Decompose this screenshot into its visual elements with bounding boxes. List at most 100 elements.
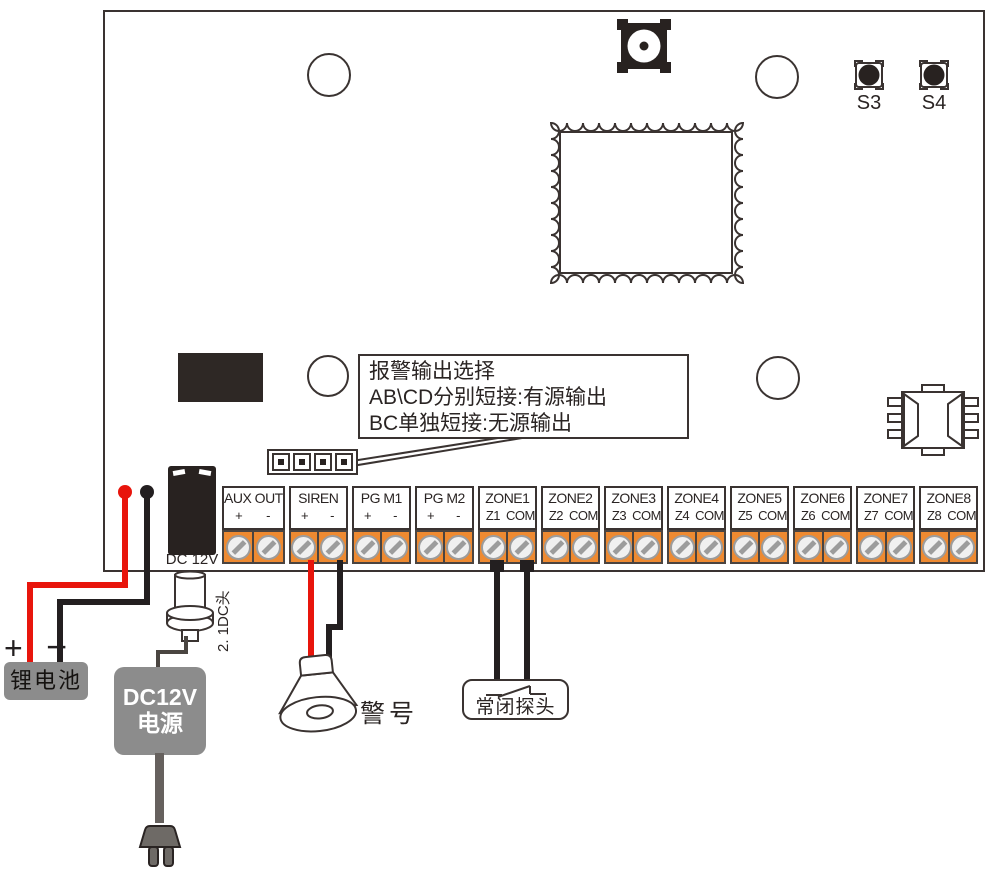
terminal-block-pgm2: PG M2 + - <box>414 486 474 564</box>
jumper-pin <box>272 453 290 471</box>
screw-terminal <box>758 530 789 564</box>
screw-terminal <box>317 530 348 564</box>
ac-cord <box>155 753 164 823</box>
terminal-polarity: + <box>427 508 435 523</box>
terminal-name: PG M2 <box>423 490 466 506</box>
jumper-header <box>267 449 358 475</box>
antenna-connector-icon <box>617 19 671 73</box>
screw-icon <box>858 534 884 560</box>
screw-terminal <box>443 530 474 564</box>
mounting-hole-icon <box>756 356 800 400</box>
screw-terminal <box>729 530 761 564</box>
psu-box: DC12V 电源 <box>114 667 206 755</box>
terminal-name: ZONE5 <box>737 490 782 506</box>
terminal-polarity: + <box>300 508 309 523</box>
siren-negative-wire <box>326 624 332 662</box>
terminal-polarity: - <box>456 508 460 523</box>
screw-terminal <box>414 530 446 564</box>
screw-icon <box>698 534 724 560</box>
terminal-polarity: COM <box>947 508 977 523</box>
siren-horn-icon <box>278 653 359 733</box>
dc-plug-size-label: 2. 1DC头 <box>215 590 232 652</box>
terminal-polarity: Z4 <box>674 508 690 523</box>
terminal-name: ZONE3 <box>611 490 656 506</box>
screw-terminal <box>695 530 726 564</box>
psu-label-line1: DC12V <box>122 684 198 710</box>
terminal-block-aux-out: AUX OUT + - <box>222 486 285 564</box>
detector-wire <box>524 562 530 681</box>
terminal-name: PG M1 <box>360 490 403 506</box>
terminal-name: ZONE7 <box>863 490 908 506</box>
screw-terminal <box>919 530 950 564</box>
terminal-block-siren: SIREN +- <box>288 486 348 564</box>
siren-negative-wire <box>326 624 343 630</box>
mounting-hole-icon <box>307 53 351 97</box>
screw-icon <box>572 534 598 560</box>
screw-icon <box>509 534 535 560</box>
screw-icon <box>887 534 913 560</box>
terminal-polarity: Z6 <box>800 508 816 523</box>
terminal-polarity: + <box>363 508 372 523</box>
screw-terminal <box>380 530 411 564</box>
screw-terminal <box>540 530 572 564</box>
jumper-pin <box>293 453 311 471</box>
battery-positive-wire <box>27 582 128 588</box>
terminal-polarity: Z3 <box>611 508 627 523</box>
side-connector-icon <box>887 384 979 456</box>
screw-icon <box>543 534 569 560</box>
screw-terminal <box>222 530 255 564</box>
siren-negative-wire <box>337 560 343 628</box>
jumper-pin <box>314 453 332 471</box>
psu-label-line2: 电源 <box>137 710 183 736</box>
note-line: 报警输出选择 <box>369 360 495 383</box>
terminal-name: ZONE8 <box>926 490 971 506</box>
jumper-note-box: 报警输出选择 AB\CD分别短接:有源输出 BC单独短接:无源输出 <box>358 354 689 439</box>
terminal-polarity: Z2 <box>548 508 564 523</box>
terminal-polarity: Z1 <box>485 508 501 523</box>
battery-positive-wire <box>27 582 33 666</box>
terminal-polarity: - <box>266 508 270 523</box>
screw-icon <box>950 534 976 560</box>
terminal-name: ZONE4 <box>674 490 719 506</box>
screw-terminal <box>856 530 887 564</box>
terminal-polarity: + <box>235 508 243 523</box>
screw-icon <box>225 534 251 560</box>
psu-dc-cord <box>156 650 188 654</box>
screw-terminal <box>947 530 979 564</box>
screw-terminal <box>477 530 509 564</box>
detector-label: 常闭探头 <box>475 697 556 718</box>
screw-terminal <box>632 530 663 564</box>
screw-icon <box>354 534 380 560</box>
terminal-polarity: COM <box>695 508 724 523</box>
lithium-battery: 锂电池 <box>4 662 88 700</box>
screw-icon <box>669 534 695 560</box>
note-line: AB\CD分别短接:有源输出 <box>369 386 608 409</box>
polarity-plus-mark: + <box>4 630 23 666</box>
note-line: BC单独短接:无源输出 <box>369 412 573 435</box>
screw-icon <box>732 534 758 560</box>
siren-label: 警号 <box>360 700 419 728</box>
terminal-strip: AUX OUT + - SIREN +- PG M1 + - PG M2 + - <box>222 486 979 564</box>
terminal-polarity: Z5 <box>737 508 753 523</box>
screw-icon <box>256 534 282 560</box>
dc-jack-label: DC 12V <box>165 551 219 568</box>
screw-icon <box>795 534 821 560</box>
nc-contact-icon <box>485 685 546 698</box>
tact-switch-s4-icon <box>919 60 949 90</box>
nc-detector-box: 常闭探头 <box>462 679 569 720</box>
screw-terminal <box>603 530 635 564</box>
terminal-polarity: COM <box>821 508 851 523</box>
screw-icon <box>824 534 850 560</box>
screw-icon <box>417 534 443 560</box>
terminal-name: AUX OUT <box>224 490 283 506</box>
terminal-polarity: COM <box>569 508 598 523</box>
terminal-polarity: COM <box>506 508 535 523</box>
jumper-pin <box>335 453 353 471</box>
battery-negative-wire <box>144 490 150 605</box>
